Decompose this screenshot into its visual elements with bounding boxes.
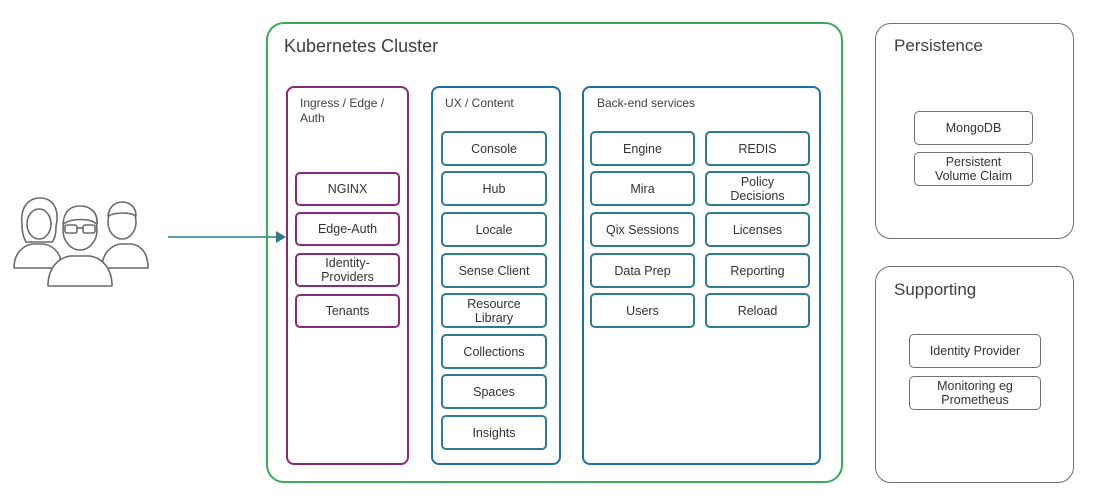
ingress-title: Ingress / Edge / Auth	[300, 96, 385, 125]
insights-box: Insights	[441, 415, 547, 450]
mongodb-box: MongoDB	[914, 111, 1033, 145]
redis-box: REDIS	[705, 131, 810, 166]
locale-box: Locale	[441, 212, 547, 247]
licenses-box: Licenses	[705, 212, 810, 247]
users-group-icon	[10, 194, 150, 299]
qix-sessions-box: Qix Sessions	[590, 212, 695, 247]
backend-panel	[582, 86, 821, 465]
engine-box: Engine	[590, 131, 695, 166]
arrow-right-icon	[168, 226, 288, 253]
reporting-box: Reporting	[705, 253, 810, 288]
backend-title: Back-end services	[597, 96, 696, 110]
identity-providers-box: Identity-Providers	[295, 253, 400, 287]
persistence-panel	[875, 23, 1074, 239]
supporting-panel	[875, 266, 1074, 483]
spaces-box: Spaces	[441, 374, 547, 409]
ux-content-panel	[431, 86, 561, 465]
tenants-box: Tenants	[295, 294, 400, 328]
mira-box: Mira	[590, 171, 695, 206]
ingress-panel	[286, 86, 409, 465]
hub-box: Hub	[441, 171, 547, 206]
supporting-title: Supporting	[894, 280, 977, 299]
console-box: Console	[441, 131, 547, 166]
data-prep-box: Data Prep	[590, 253, 695, 288]
monitoring-box: Monitoring eg Prometheus	[909, 376, 1041, 410]
ux-title: UX / Content	[445, 96, 514, 110]
identity-provider-box: Identity Provider	[909, 334, 1041, 368]
persistence-title: Persistence	[894, 36, 983, 55]
policy-decisions-box: Policy Decisions	[705, 171, 810, 206]
collections-box: Collections	[441, 334, 547, 369]
reload-box: Reload	[705, 293, 810, 328]
nginx-box: NGINX	[295, 172, 400, 206]
sense-client-box: Sense Client	[441, 253, 547, 288]
users-box: Users	[590, 293, 695, 328]
resource-library-box: Resource Library	[441, 293, 547, 328]
persistent-volume-claim-box: Persistent Volume Claim	[914, 152, 1033, 186]
kubernetes-cluster	[266, 22, 843, 483]
edge-auth-box: Edge-Auth	[295, 212, 400, 246]
cluster-title: Kubernetes Cluster	[284, 36, 439, 56]
